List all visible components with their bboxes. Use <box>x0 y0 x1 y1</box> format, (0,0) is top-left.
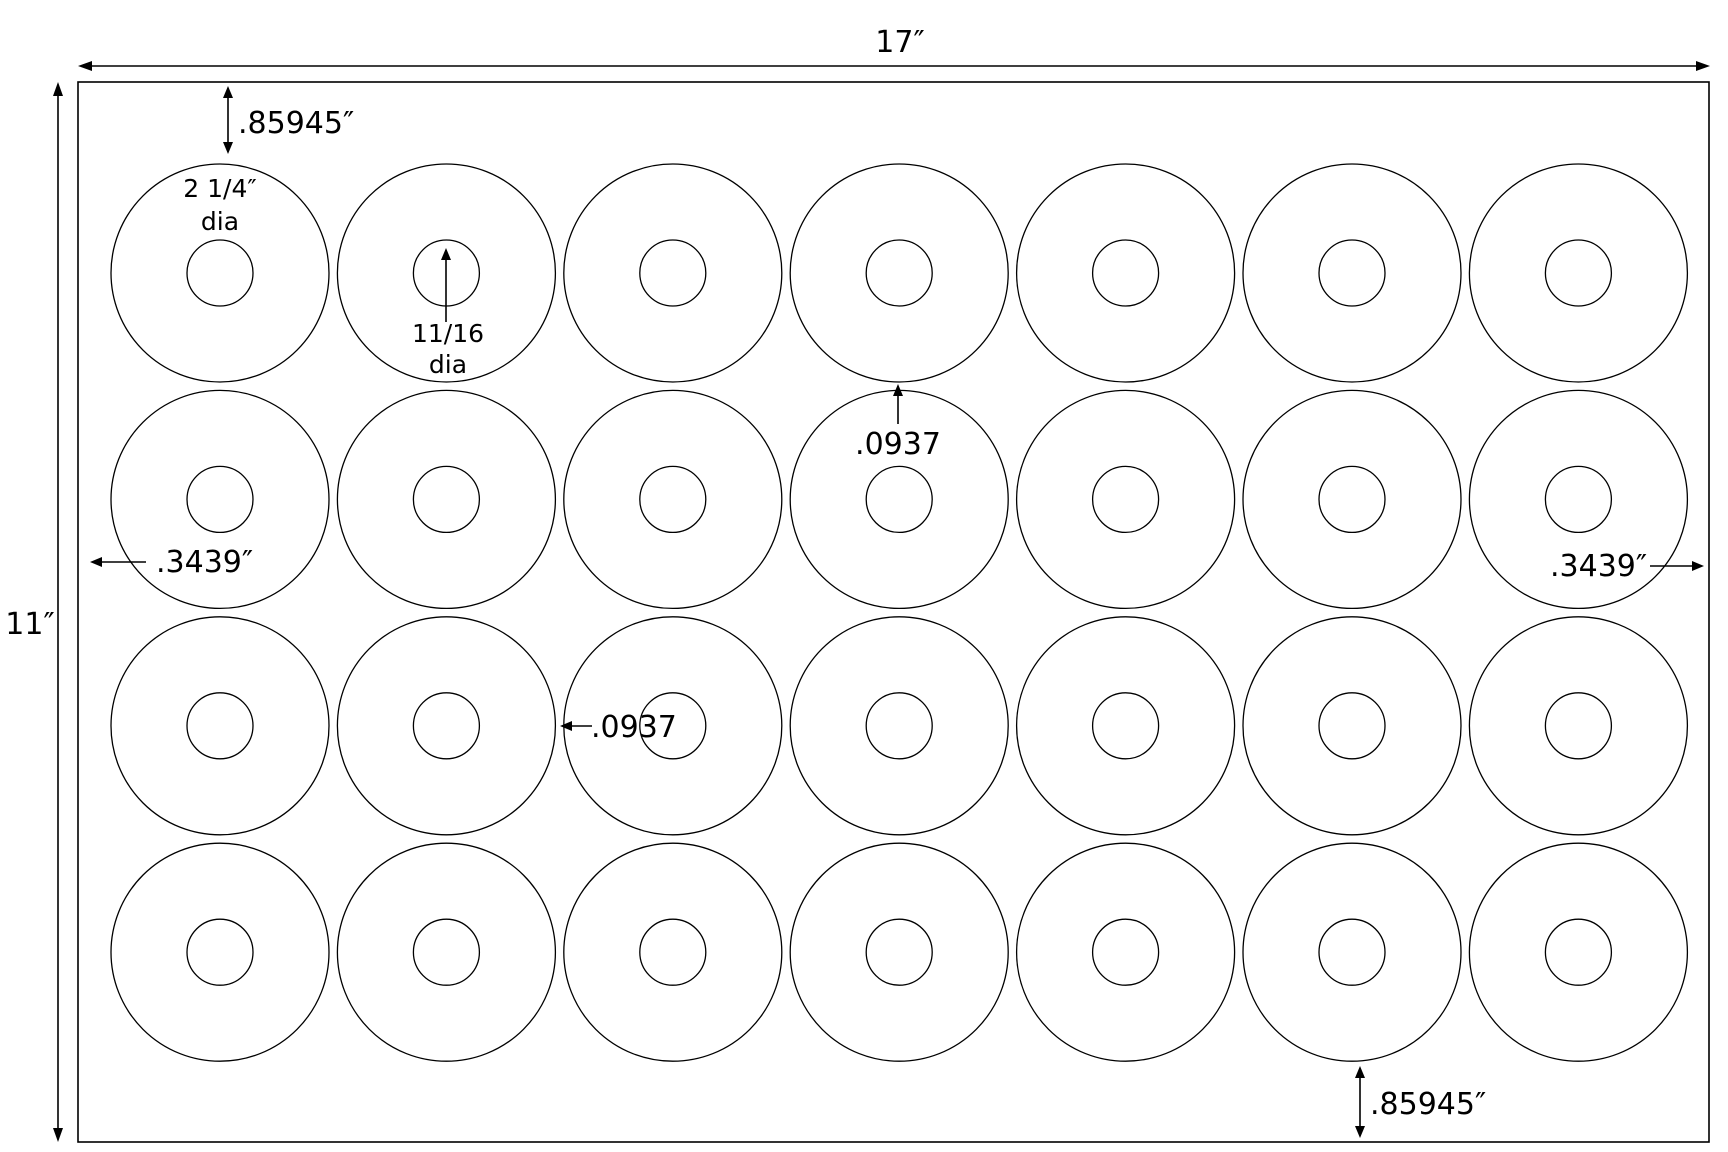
label-outer-circle <box>110 389 330 610</box>
label-inner-hole <box>639 465 707 534</box>
width-dimension: 17″ <box>78 25 1710 71</box>
label-inner-hole <box>186 692 254 760</box>
right-margin-dimension: .3439″ <box>1550 549 1704 584</box>
label-inner-hole <box>1318 239 1386 307</box>
outer-diameter-label: 2 1/4″ <box>183 174 256 203</box>
label-inner-hole <box>1091 918 1160 986</box>
label-inner-hole <box>865 692 933 760</box>
label-inner-hole <box>865 918 933 986</box>
horizontal-gap-dimension: .0937 <box>560 710 677 745</box>
label-outer-circle <box>336 389 557 610</box>
bottom-margin-label: .85945″ <box>1370 1087 1486 1122</box>
label-outer-circle <box>1015 842 1236 1062</box>
label-inner-hole <box>865 465 933 534</box>
label-inner-hole <box>865 239 933 307</box>
label-outer-circle <box>336 163 557 383</box>
label-inner-hole <box>186 239 254 307</box>
label-inner-hole <box>1544 692 1613 760</box>
label-inner-hole <box>412 692 481 760</box>
label-inner-hole <box>1091 692 1160 760</box>
label-outer-circle <box>789 842 1009 1062</box>
label-outer-circle <box>789 163 1009 383</box>
horizontal-gap-label: .0937 <box>591 710 677 745</box>
label-inner-hole <box>639 918 707 986</box>
label-outer-circle <box>1242 163 1462 383</box>
label-inner-hole <box>412 918 481 986</box>
label-inner-hole <box>639 239 707 307</box>
label-inner-hole <box>1091 239 1160 307</box>
label-inner-hole <box>412 465 481 534</box>
label-inner-hole <box>1544 918 1613 986</box>
label-outer-circle <box>563 842 783 1062</box>
left-margin-dimension: .3439″ <box>90 545 253 580</box>
height-label: 11″ <box>5 607 54 642</box>
label-inner-hole <box>186 918 254 986</box>
top-margin-dimension: .85945″ <box>223 86 354 154</box>
label-outer-circle <box>1468 163 1689 383</box>
label-outer-circle <box>110 616 330 836</box>
label-outer-circle <box>1468 616 1689 836</box>
label-inner-hole <box>639 692 707 760</box>
label-outer-circle <box>789 616 1009 836</box>
label-outer-circle <box>1242 389 1462 610</box>
inner-diameter-dimension <box>441 248 451 322</box>
bottom-margin-dimension: .85945″ <box>1355 1066 1486 1138</box>
outer-diameter-unit-label: dia <box>201 207 239 236</box>
vertical-gap-label: .0937 <box>855 427 941 462</box>
label-outer-circle <box>1242 616 1462 836</box>
label-outer-circle <box>563 389 783 610</box>
label-inner-hole <box>1091 465 1160 534</box>
label-outer-circle <box>1468 389 1689 610</box>
label-outer-circle <box>1015 163 1236 383</box>
right-margin-label: .3439″ <box>1550 549 1647 584</box>
label-inner-hole <box>1318 465 1386 534</box>
top-margin-label: .85945″ <box>238 106 354 141</box>
label-outer-circle <box>110 163 330 383</box>
label-grid <box>110 163 1689 1062</box>
width-label: 17″ <box>875 25 924 60</box>
label-outer-circle <box>789 389 1009 610</box>
label-inner-hole <box>1318 918 1386 986</box>
label-outer-circle <box>1242 842 1462 1062</box>
label-outer-circle <box>1468 842 1689 1062</box>
label-outer-circle <box>336 616 557 836</box>
inner-diameter-label: 11/16 <box>412 319 484 348</box>
label-outer-circle <box>336 842 557 1062</box>
sheet-outline <box>77 81 1710 1143</box>
label-outer-circle <box>1015 389 1236 610</box>
height-dimension: 11″ <box>5 82 63 1142</box>
inner-diameter-unit-label: dia <box>429 350 467 379</box>
label-inner-hole <box>186 465 254 534</box>
label-outer-circle <box>1015 616 1236 836</box>
label-inner-hole <box>1318 692 1386 760</box>
vertical-gap-dimension: .0937 <box>855 384 941 462</box>
label-inner-hole <box>1544 465 1613 534</box>
label-outer-circle <box>110 842 330 1062</box>
label-outer-circle <box>563 163 783 383</box>
left-margin-label: .3439″ <box>156 545 253 580</box>
label-inner-hole <box>1544 239 1613 307</box>
